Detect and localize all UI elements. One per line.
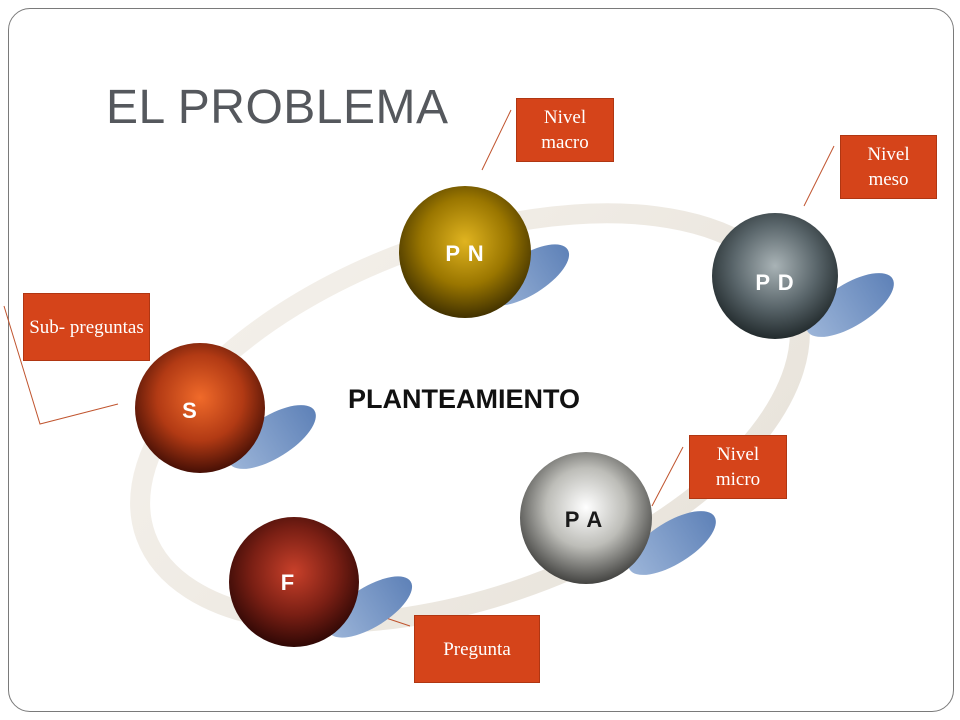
shadow-f [327,576,413,638]
callout-nivel-meso: Nivel meso [840,135,937,199]
sphere-label-pd: P D [755,270,794,295]
connector-sub-preguntas [3,305,119,425]
callout-pregunta: Pregunta [414,615,540,683]
sphere-shadows [228,244,894,638]
shadow-s [228,405,316,469]
sphere-label-pa: P A [565,507,603,532]
callout-connectors [3,109,835,627]
connector-nivel-meso [803,145,835,207]
slide-title: EL PROBLEMA [106,81,449,134]
connector-nivel-micro [651,446,684,507]
sphere-label-f: F [281,570,295,595]
center-label: PLANTEAMIENTO [348,384,581,414]
callout-nivel-macro: Nivel macro [516,98,614,162]
sphere-label-s: S [182,398,198,423]
sphere-f: F [229,517,359,647]
callout-sub-preguntas: Sub- preguntas [23,293,150,361]
callout-nivel-micro: Nivel micro [689,435,787,499]
shadow-pa [628,511,716,575]
sphere-pn: P N [399,186,531,318]
shadow-pd [806,273,894,337]
connector-nivel-macro [481,109,512,171]
sphere-s: S [135,343,265,473]
sphere-pd: P D [712,213,838,339]
sphere-pa: P A [520,452,652,584]
sphere-label-pn: P N [445,241,484,266]
